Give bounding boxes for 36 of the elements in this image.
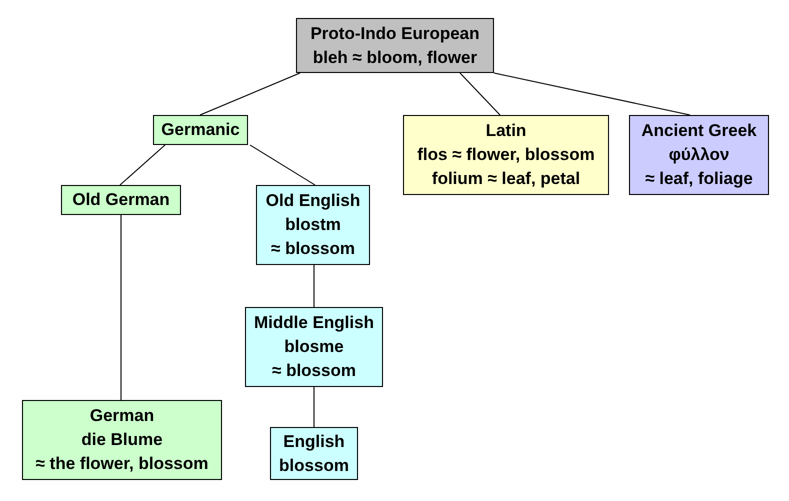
connector-line [200,72,300,116]
box-text: flos ≈ flower, blossom [417,144,595,166]
connector-line [250,144,316,186]
box-text: φύλλον [668,144,730,166]
box-text: blossom [279,454,349,476]
language-box [245,307,383,387]
box-text: ≈ blossom [272,360,356,382]
box-text: Middle English [254,312,374,334]
connector-line [120,214,122,400]
box-text: Latin [486,120,526,142]
box-text: Ancient Greek [641,120,757,142]
box-text: bleh ≈ bloom, flower [312,46,478,68]
box-text: Old German [72,189,170,211]
box-text: German [90,405,154,427]
box-text: folium ≈ leaf, petal [432,168,580,190]
connector-line [120,144,166,186]
language-box [153,115,248,145]
language-box [403,115,609,195]
box-text: blostm [285,214,341,236]
box-text: English [283,430,345,453]
box-text: blosme [284,336,344,358]
box-text: Proto-Indo European [310,22,480,44]
box-text: ≈ blossom [271,238,355,260]
box-text: Old English [266,190,360,212]
box-text: ≈ leaf, foliage [645,168,753,190]
language-box [270,427,358,480]
connector-line [460,72,500,116]
language-box [629,115,769,195]
box-text: ≈ the flower, blossom [36,453,208,475]
language-box [296,18,494,73]
language-box [61,185,181,215]
language-box [22,400,222,480]
box-text: Germanic [161,119,240,141]
box-text: die Blume [81,429,163,451]
connector-line [494,72,690,116]
language-box [256,185,370,265]
